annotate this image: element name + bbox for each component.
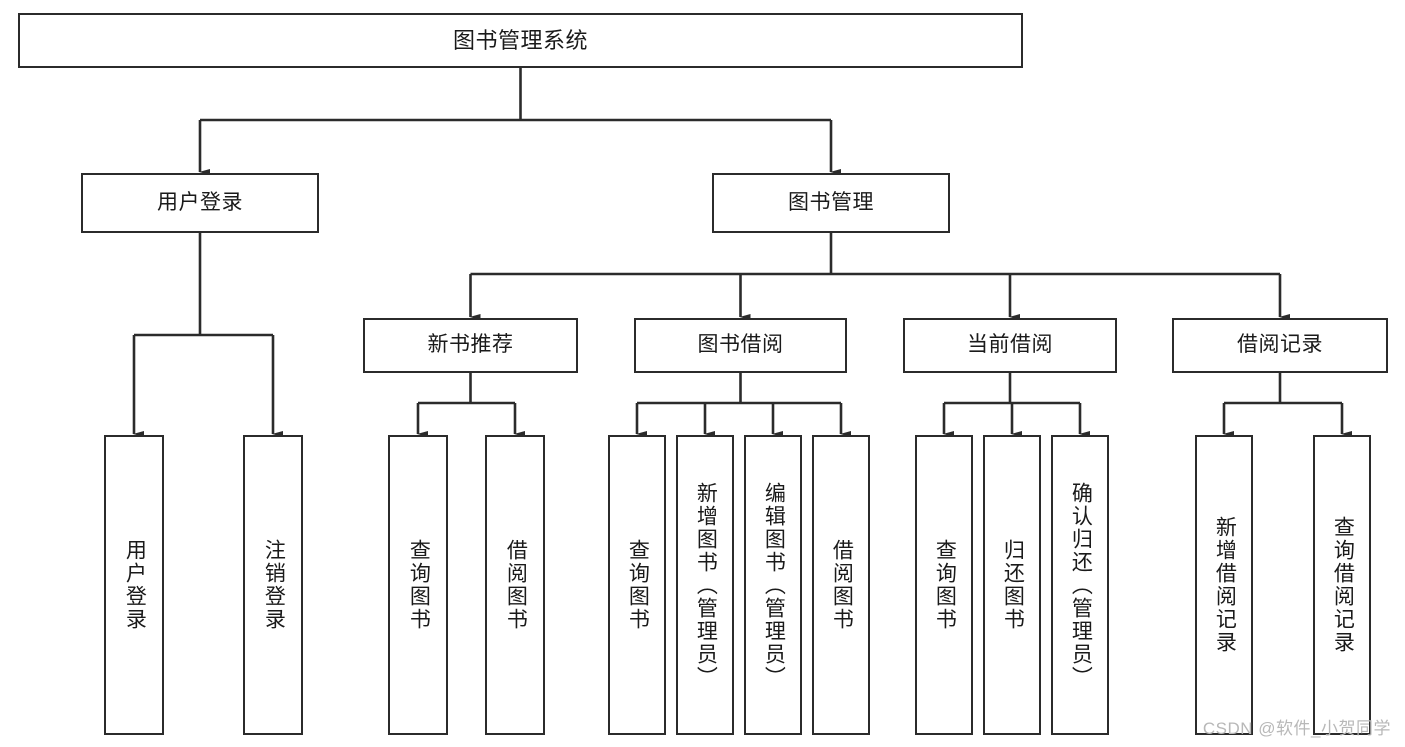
node-leaf-edit-book[interactable]: 编辑图书（管理员） [744,435,802,735]
node-label: 用户登录 [123,539,147,631]
node-leaf-query-book-3[interactable]: 查询图书 [915,435,973,735]
node-label: 新增借阅记录 [1213,516,1237,654]
node-leaf-borrow-book-1[interactable]: 借阅图书 [485,435,545,735]
node-label: 当前借阅 [967,333,1053,357]
node-user-login[interactable]: 用户登录 [81,173,319,233]
node-label: 查询图书 [626,539,650,631]
node-book-borrow[interactable]: 图书借阅 [634,318,847,373]
node-label: 图书管理 [788,190,874,214]
node-new-book-rec[interactable]: 新书推荐 [363,318,578,373]
node-label: 编辑图书（管理员） [762,481,786,689]
node-book-manage[interactable]: 图书管理 [712,173,950,233]
node-label: 查询借阅记录 [1331,516,1355,654]
node-root[interactable]: 图书管理系统 [18,13,1023,68]
node-label: 查询图书 [407,539,431,631]
node-label: 归还图书 [1001,539,1025,631]
node-label: 查询图书 [933,539,957,631]
node-label: 新增图书（管理员） [694,481,718,689]
node-label: 确认归还（管理员） [1069,481,1093,689]
node-leaf-query-record[interactable]: 查询借阅记录 [1313,435,1371,735]
node-borrow-record[interactable]: 借阅记录 [1172,318,1388,373]
connector-lines [132,68,1352,437]
node-leaf-query-book-1[interactable]: 查询图书 [388,435,448,735]
watermark-label: CSDN @软件_小贺同学 [1202,719,1391,738]
node-current-borrow[interactable]: 当前借阅 [903,318,1117,373]
node-leaf-return-book[interactable]: 归还图书 [983,435,1041,735]
node-label: 用户登录 [157,190,243,214]
node-label: 图书管理系统 [452,27,588,53]
node-leaf-logout[interactable]: 注销登录 [243,435,303,735]
node-label: 借阅记录 [1237,333,1323,357]
node-label: 图书借阅 [697,333,784,357]
node-leaf-confirm-return[interactable]: 确认归还（管理员） [1051,435,1109,735]
node-leaf-add-record[interactable]: 新增借阅记录 [1195,435,1253,735]
node-leaf-query-book-2[interactable]: 查询图书 [608,435,666,735]
node-label: 借阅图书 [830,539,854,631]
node-label: 新书推荐 [427,333,514,357]
node-leaf-borrow-book-2[interactable]: 借阅图书 [812,435,870,735]
node-leaf-user-login[interactable]: 用户登录 [104,435,164,735]
node-label: 借阅图书 [504,539,528,631]
node-label: 注销登录 [262,539,286,631]
node-leaf-add-book[interactable]: 新增图书（管理员） [676,435,734,735]
